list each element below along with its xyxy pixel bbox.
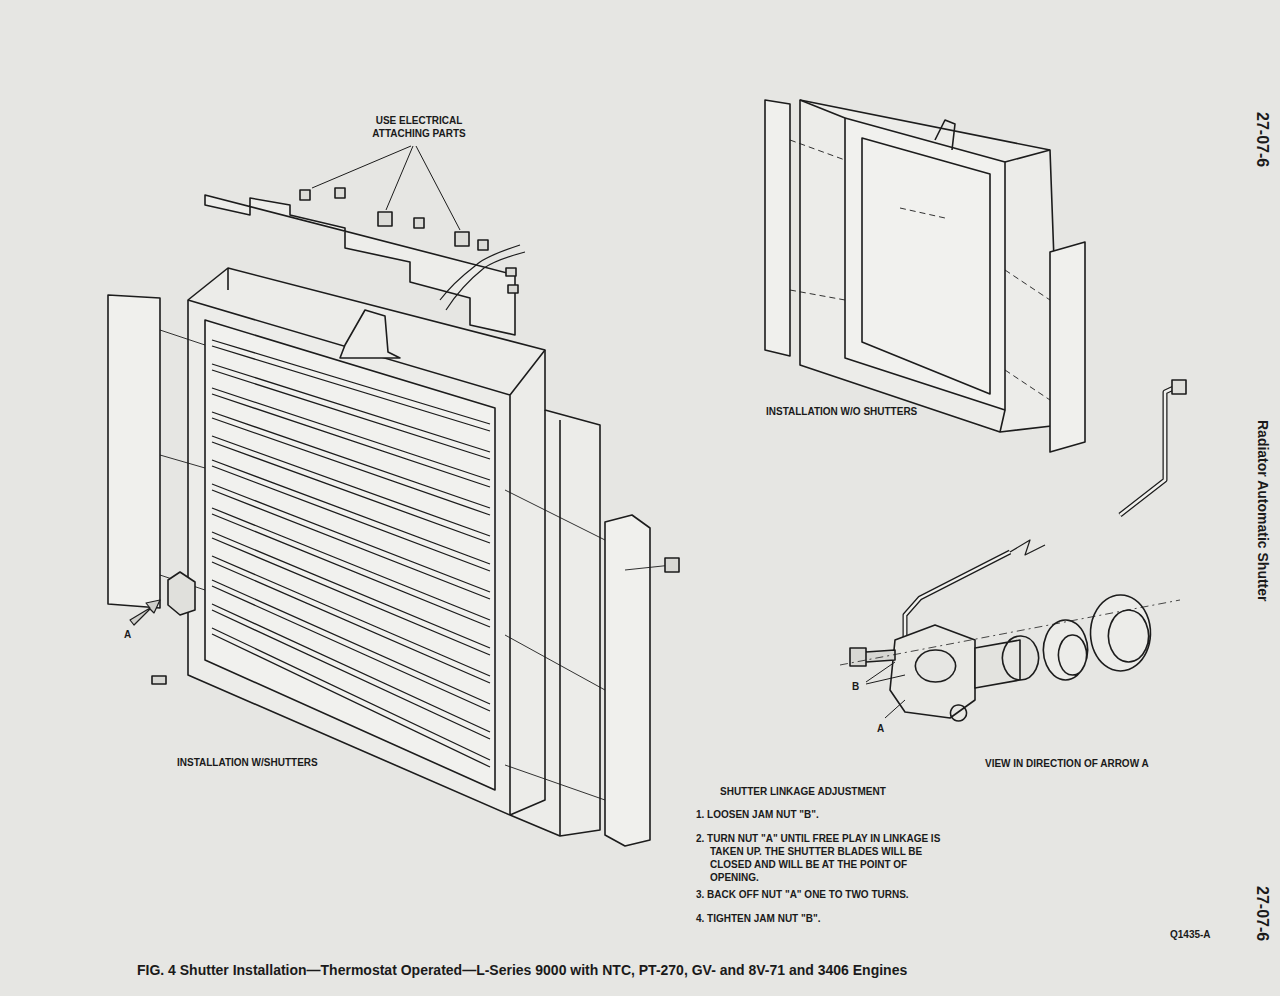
radiator-frame	[188, 268, 600, 836]
page-number: 27-07-6	[1252, 112, 1272, 167]
view-label: VIEW IN DIRECTION OF ARROW A	[985, 757, 1149, 770]
arrow-a	[130, 600, 160, 625]
callout-letter: A	[877, 722, 884, 735]
duct-right-strip	[1050, 242, 1085, 452]
callout-letter: A	[124, 628, 131, 641]
leader-lines	[312, 146, 460, 230]
left-side-panel	[108, 295, 160, 608]
figure-code: Q1435-A	[1170, 928, 1211, 941]
wire	[440, 245, 525, 310]
linkage-rod	[1120, 385, 1180, 515]
duct-left-strip	[765, 100, 790, 356]
duct-assembly-lines	[790, 140, 1050, 400]
linkage-leaders	[866, 662, 905, 718]
page-number: 27-07-6	[1252, 886, 1272, 941]
view-label: INSTALLATION W/SHUTTERS	[177, 756, 318, 769]
shutter-face	[205, 320, 495, 790]
note-step: 3. BACK OFF NUT "A" ONE TO TWO TURNS.	[696, 888, 950, 901]
rod-clip	[1172, 380, 1186, 394]
shutter-blades	[212, 340, 490, 767]
assembly-lines	[160, 330, 672, 800]
support-stand	[340, 310, 400, 358]
linkage-lever	[168, 572, 195, 615]
duct-shroud	[800, 100, 1060, 432]
linkage-rod-inner	[1120, 385, 1180, 515]
figure-caption: FIG. 4 Shutter Installation—Thermostat O…	[137, 961, 907, 979]
clips	[300, 188, 516, 276]
upper-bracket	[205, 195, 515, 335]
callout-letter: B	[852, 680, 859, 693]
note-step: 2. TURN NUT "A" UNTIL FREE PLAY IN LINKA…	[696, 832, 942, 884]
thermostat-element	[975, 636, 1039, 688]
lower-rod	[905, 552, 1010, 640]
bolts	[152, 285, 679, 684]
note-heading: SHUTTER LINKAGE ADJUSTMENT	[720, 785, 886, 798]
callout-note: USE ELECTRICAL ATTACHING PARTS	[356, 114, 482, 140]
view-label: INSTALLATION W/O SHUTTERS	[766, 405, 917, 418]
page-header: Radiator Automatic Shutter	[1254, 420, 1272, 602]
duct-frame	[845, 118, 1005, 410]
thermostat-body	[890, 625, 975, 721]
note-step: 4. TIGHTEN JAM NUT "B".	[696, 912, 950, 925]
gaskets	[1044, 595, 1151, 680]
right-side-panel	[605, 515, 650, 846]
duct-opening	[800, 100, 1050, 432]
bolt-b	[850, 648, 895, 666]
note-step: 1. LOOSEN JAM NUT "B".	[696, 808, 950, 821]
rod-break	[1010, 540, 1045, 555]
dash-axis	[840, 600, 1180, 665]
lower-rod-inner	[905, 552, 1010, 640]
radiator-frame-edges	[188, 268, 560, 836]
